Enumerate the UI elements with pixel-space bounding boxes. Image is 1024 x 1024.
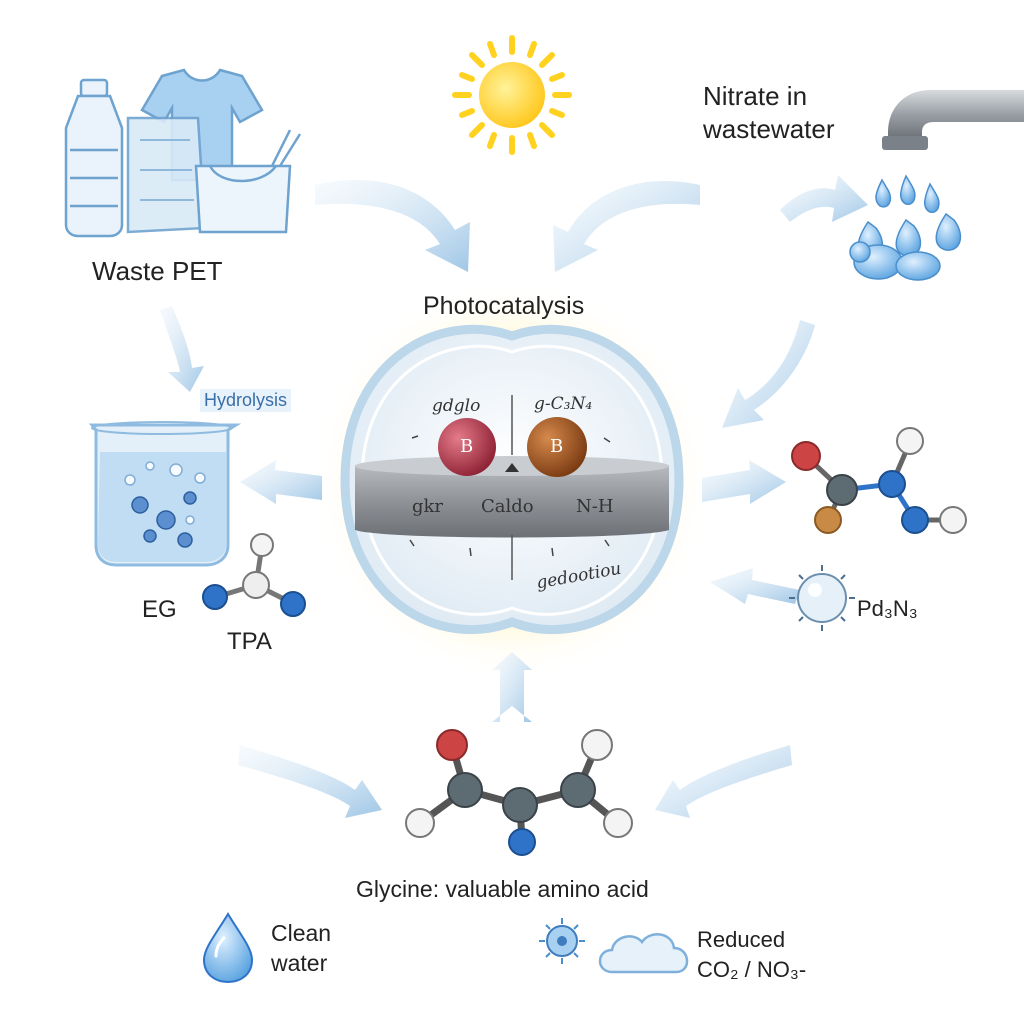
nitrate-label: Nitrate in wastewater [703,81,835,144]
arrows [160,175,868,818]
arrow-from-pd [710,568,800,604]
arrow-nitrate-to-center [553,181,700,272]
arrow-left-to-glycine [238,745,382,818]
glycine-label: Glycine: valuable amino acid [356,876,649,902]
catalyst-label-mid-center: Caldo [481,496,534,517]
cloud-icon [598,933,689,974]
catalyst-ticks [409,435,611,557]
reduced-label: Reduced CO₂ / NO₃- [697,927,807,982]
eg-label: EG [142,596,177,623]
hydrolysis-label: Hydrolysis [200,389,292,412]
arrow-right-curve [722,320,815,428]
catalyst-label-mid-right: N-H [576,496,614,517]
bead-left-label: B [460,436,474,457]
catalyst-label-top-left: gdglo [432,396,481,416]
arrow-right-to-glycine [655,745,792,818]
pd-particle-icon [789,565,855,631]
arrow-to-beaker [240,460,322,504]
faucet-icon [882,90,1024,150]
catalyst-band-hole [505,463,519,472]
catalyst-label-top-right: g-C₃N₄ [534,394,593,414]
water-drop-icon [202,912,254,984]
sun-icon [452,35,572,155]
bead-right-label: B [550,436,564,457]
water-drops [849,174,962,281]
glycine-molecule [405,729,633,856]
bacteria-icon [539,918,585,964]
arrow-vertical-double [492,652,532,722]
bead-right [527,417,587,477]
right-molecule [791,427,967,534]
beaker-icon [88,421,242,567]
tpa-molecule [202,533,306,617]
bag-icon [126,116,207,234]
arrow-pet-to-center [315,180,470,272]
waste-pet-label: Waste PET [92,256,223,286]
catalyst-band [355,465,669,538]
plastic-bottle-icon [64,78,124,238]
bead-left [438,418,496,476]
pd-label: Pd₃N₃ [857,596,918,621]
clean-water-label: Clean water [271,920,332,976]
catalyst-disc-inner [360,344,664,616]
photocatalysis-label: Photocatalysis [423,292,585,320]
arrow-to-molecule [702,460,786,504]
arrow-tap [780,175,868,222]
arrow-pet-down [160,306,204,392]
catalyst-label-mid-left: gkr [412,496,444,517]
container-icon [194,129,302,234]
tpa-label: TPA [227,628,272,655]
